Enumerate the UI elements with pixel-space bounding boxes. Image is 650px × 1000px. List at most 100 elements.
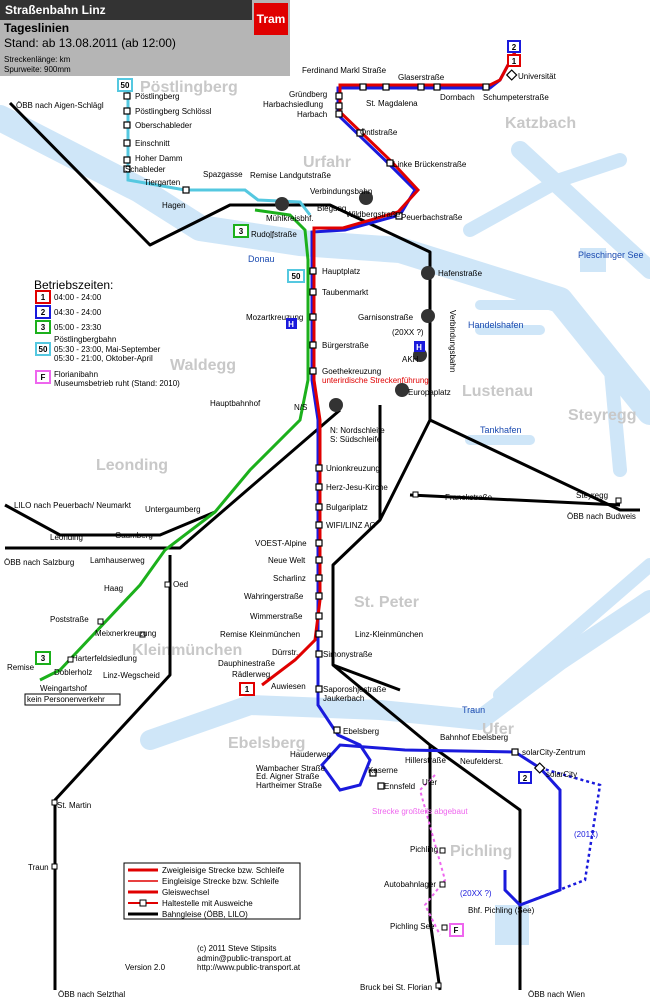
annotation-year-201x: (201X)	[574, 830, 598, 839]
badge-2-solar-text: 2	[523, 774, 528, 783]
badge-1-bottom-text: 1	[245, 685, 250, 694]
label-jaukerbach: Jaukerbach	[323, 694, 364, 703]
badge-1-top-text: 1	[512, 57, 517, 66]
station-harterfeld	[67, 656, 74, 663]
label-wifi: WIFI/LINZ AG	[326, 521, 376, 530]
label-lilo-peuerbach: LILO nach Peuerbach/ Neumarkt	[14, 501, 132, 510]
label-poststrasse: Poststraße	[50, 615, 89, 624]
gauge-note: Spurweite: 900mm	[4, 65, 71, 74]
label-harbachsiedlung: Harbachsiedlung	[263, 100, 323, 109]
label-autobahnlager: Autobahnlager	[384, 880, 436, 889]
annotation-year-20xx-b: (20XX ?)	[460, 889, 492, 898]
label-solarcity: solarCity	[546, 770, 577, 779]
station-oberschableder	[123, 121, 131, 129]
label-unionkreuzung: Unionkreuzung	[326, 464, 380, 473]
label-linz-wegscheid: Linz-Wegscheid	[103, 671, 160, 680]
label-linz-klm: Linz-Kleinmünchen	[355, 630, 423, 639]
legend-item-50-text: Pöstlingbergbahn	[54, 335, 116, 344]
legend-badge-1	[35, 290, 51, 304]
station-neue-welt	[315, 556, 323, 564]
station-markers	[123, 69, 546, 790]
district-katzbach: Katzbach	[505, 115, 576, 132]
track-legend-2: Eingleisige Strecke bzw. Schleife	[162, 877, 280, 886]
label-untergaumberg: Untergaumberg	[145, 505, 201, 514]
label-schableder: Schableder	[125, 165, 166, 174]
station-wimmer	[315, 612, 323, 620]
station-goethekreuzung	[309, 367, 317, 375]
label-doblerholz: Doblerholz	[54, 668, 92, 677]
district-leonding: Leonding	[96, 457, 168, 474]
label-neue-welt: Neue Welt	[268, 556, 306, 565]
loop-marker-7	[329, 398, 343, 412]
map-subtitle: Tageslinien	[4, 21, 70, 35]
station-ennsfeld	[377, 782, 385, 790]
length-note: Streckenlänge: km	[4, 55, 71, 64]
station-harbachsiedlung	[335, 102, 343, 110]
label-kaserne: Kaserne	[368, 766, 398, 775]
label-gaumberg: Gaumberg	[115, 531, 153, 540]
station-bulgariplatz	[315, 503, 323, 511]
label-donau-arrow: →	[267, 232, 275, 241]
annotation-year-20xx: (20XX ?)	[392, 328, 424, 337]
line-50	[126, 90, 312, 216]
legend-badge-50-text: 50	[39, 345, 48, 354]
badge-2-solar	[518, 771, 532, 784]
loop-marker-6	[395, 383, 409, 397]
loop-marker-3	[421, 266, 435, 280]
label-oed: Oed	[173, 580, 188, 589]
station-tiergarten	[182, 186, 190, 194]
label-wimmer: Wimmerstraße	[250, 612, 303, 621]
credits: (c) 2011 Steve Stipsits admin@public-tra…	[125, 944, 301, 972]
legend-item-3-text: 05:00 - 23:30	[54, 323, 102, 332]
district-pichling: Pichling	[450, 843, 512, 860]
lake-pichling	[495, 905, 529, 945]
label-harterfeld: Harterfeldsiedlung	[72, 654, 137, 663]
legend-badge-50	[35, 342, 51, 356]
station-traun	[51, 863, 58, 870]
label-duerrstr: Dürrstr.	[272, 648, 298, 657]
station-wahringer	[315, 592, 323, 600]
label-st-martin: St. Martin	[57, 801, 91, 810]
station-pichling-see	[441, 924, 448, 931]
station-remise-klm	[315, 630, 323, 638]
label-franckstrasse: Franckstraße	[445, 493, 493, 502]
badge-3-top-text: 3	[239, 227, 244, 236]
legend-item-50-line3: 05:30 - 21:00, Oktober-April	[54, 354, 153, 363]
river-donau	[0, 105, 650, 750]
label-raedler: Rädlerweg	[232, 670, 270, 679]
label-leonding: Leonding	[50, 533, 83, 542]
annotations: N: Nordschleife S: Südschleife N/S unter…	[27, 310, 598, 898]
annotation-verbindungsbahn-vertical: Verbindungsbahn	[448, 310, 457, 372]
river-labels: Donau Pleschinger See Handelshafen Tankh…	[248, 250, 644, 715]
label-st-magdalena: St. Magdalena	[366, 99, 418, 108]
label-hafenstrasse: Hafenstraße	[438, 269, 483, 278]
station-st-magdalena	[382, 83, 390, 91]
station-herz-jesu	[315, 483, 323, 491]
line-florianibahn	[418, 774, 447, 936]
station-solarcity	[533, 762, 546, 774]
label-hagen: Hagen	[162, 201, 186, 210]
annotation-unterirdisch: unterirdische Streckenführung	[322, 376, 429, 385]
tram-badge: Tram	[254, 3, 288, 35]
district-labels: Pöstlingberg Katzbach Urfahr Waldegg Lus…	[96, 79, 636, 860]
label-dornbach: Dornbach	[440, 93, 475, 102]
station-saporoshje	[315, 685, 323, 693]
label-garnisonstrasse: Garnisonstraße	[358, 313, 414, 322]
station-taubenmarkt	[309, 288, 317, 296]
district-ebelsberg: Ebelsberg	[228, 735, 305, 752]
legend-badge-2-text: 2	[41, 308, 46, 317]
label-neufelder: Neufelderst.	[460, 757, 503, 766]
lake-pleschinger	[580, 248, 606, 272]
label-muehlkreisbhf: Mühlkreisbhf.	[266, 214, 314, 223]
label-taubenmarkt: Taubenmarkt	[322, 288, 369, 297]
label-meixner: Meixnerkreuzung	[95, 629, 156, 638]
label-dauphine: Dauphinestraße	[218, 659, 275, 668]
label-bulgariplatz: Bulgariplatz	[326, 503, 368, 512]
badge-h-akh	[414, 341, 425, 352]
district-poestlingberg: Pöstlingberg	[140, 79, 238, 96]
legend-item-f-text: Florianibahn	[54, 370, 98, 379]
station-unionkreuzung	[315, 464, 323, 472]
label-bruck: Bruck bei St. Florian	[360, 983, 432, 992]
station-hauptplatz	[309, 267, 317, 275]
